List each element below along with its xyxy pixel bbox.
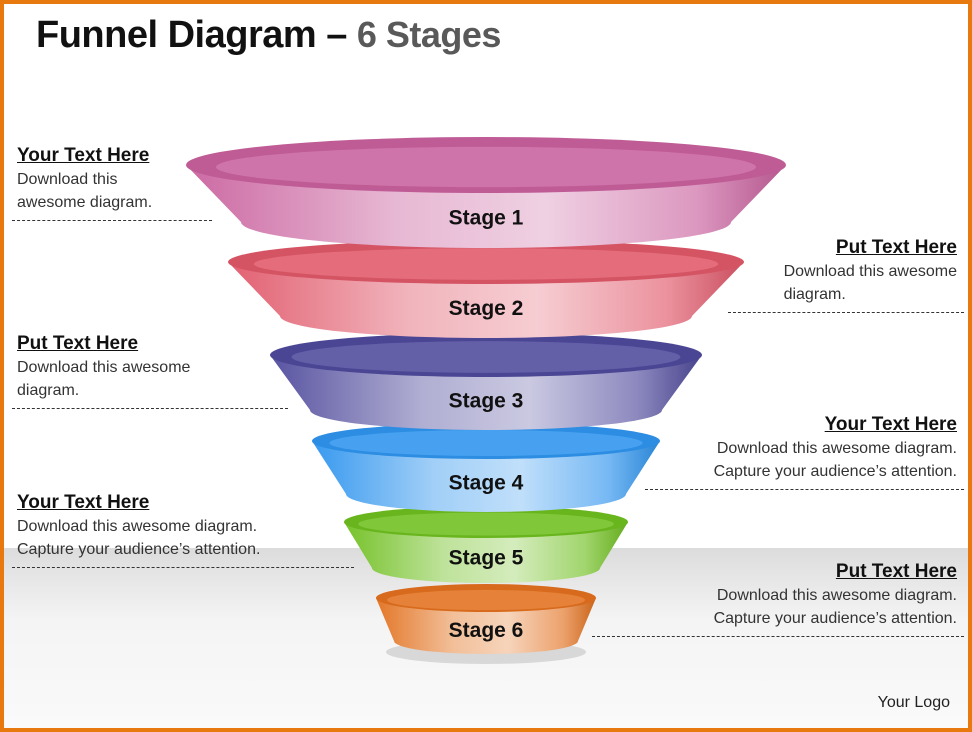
- note-heading: Your Text Here: [824, 414, 957, 435]
- note-heading: Your Text Here: [17, 145, 150, 166]
- note-line: Download this: [17, 171, 118, 188]
- note-5: Your Text Here Download this awesome dia…: [17, 491, 260, 561]
- note-heading: Your Text Here: [17, 492, 150, 513]
- note-line: Download this awesome: [783, 263, 957, 280]
- funnel-stage-1: Stage 1: [186, 137, 786, 248]
- note-line: Download this awesome diagram.: [716, 440, 957, 457]
- stage-label: Stage 3: [449, 390, 524, 413]
- stage-body: [376, 598, 596, 654]
- note-line: Download this awesome diagram.: [17, 518, 258, 535]
- note-3: Put Text Here Download this awesome diag…: [17, 332, 190, 402]
- note-1: Your Text Here Download this awesome dia…: [17, 144, 152, 214]
- leader-line-5: [12, 567, 354, 568]
- note-2: Put Text Here Download this awesome diag…: [784, 236, 957, 306]
- title-sub: 6 Stages: [356, 14, 502, 55]
- stage-label: Stage 1: [449, 207, 524, 230]
- note-line: Download this awesome diagram.: [716, 587, 957, 604]
- title-main: Funnel Diagram –: [36, 14, 347, 56]
- note-4: Your Text Here Download this awesome dia…: [714, 413, 957, 483]
- leader-line-6: [592, 636, 964, 637]
- note-line: Download this awesome: [17, 359, 191, 376]
- leader-line-4: [645, 489, 964, 490]
- stage-opening: [329, 430, 643, 456]
- stage-label: Stage 6: [449, 619, 524, 642]
- funnel-stage-4: Stage 4: [312, 423, 660, 512]
- note-6: Put Text Here Download this awesome diag…: [714, 560, 957, 630]
- stage-opening: [387, 589, 585, 611]
- funnel-stage-6: Stage 6: [376, 584, 596, 654]
- stage-opening: [216, 146, 756, 188]
- leader-line-3: [12, 408, 288, 409]
- note-heading: Put Text Here: [835, 237, 957, 258]
- stage-opening: [291, 341, 681, 373]
- note-line: awesome diagram.: [17, 194, 153, 211]
- note-heading: Put Text Here: [17, 333, 139, 354]
- stage-label: Stage 2: [449, 297, 524, 320]
- funnel-stage-2: Stage 2: [228, 240, 744, 338]
- stage-body: [312, 441, 660, 512]
- leader-line-2: [728, 312, 964, 313]
- note-line: Capture your audience’s attention.: [17, 541, 261, 558]
- funnel-stage-3: Stage 3: [270, 333, 702, 430]
- note-line: Capture your audience’s attention.: [713, 463, 957, 480]
- page-title: Funnel Diagram –6 Stages: [36, 14, 501, 57]
- stage-body: [344, 522, 628, 583]
- note-line: Capture your audience’s attention.: [713, 610, 957, 627]
- note-heading: Put Text Here: [835, 561, 957, 582]
- note-line: diagram.: [17, 382, 80, 399]
- funnel-stage-5: Stage 5: [344, 506, 628, 583]
- note-line: diagram.: [783, 286, 846, 303]
- stage-label: Stage 4: [449, 472, 524, 495]
- leader-line-1: [12, 220, 212, 221]
- logo-placeholder: Your Logo: [877, 694, 950, 711]
- stage-opening: [358, 512, 614, 536]
- stage-opening: [253, 248, 719, 280]
- stage-label: Stage 5: [449, 547, 524, 570]
